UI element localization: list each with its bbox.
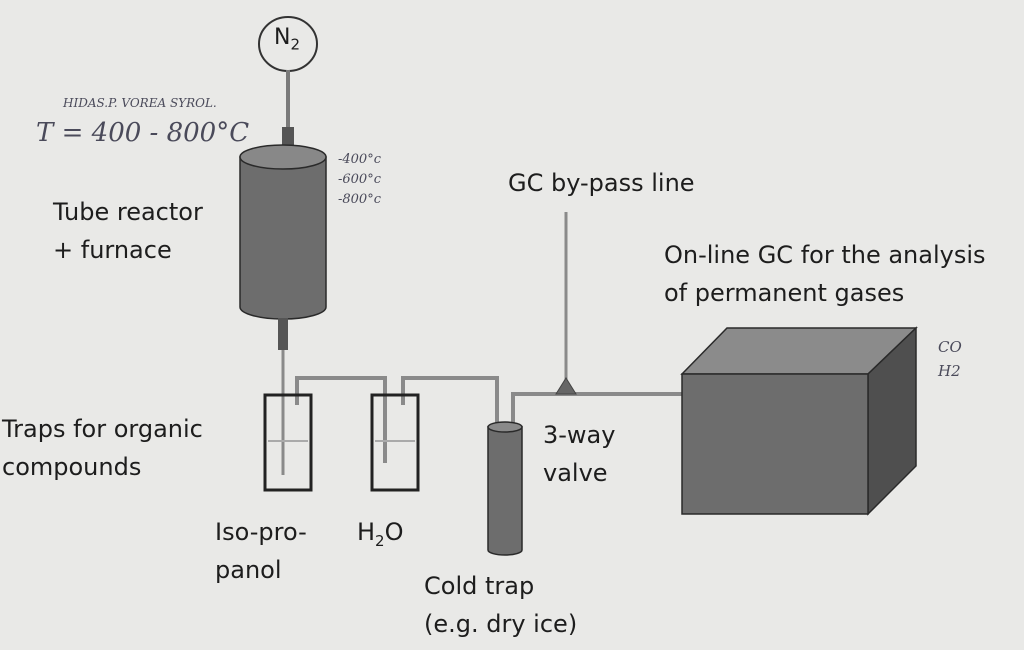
water-text: H (357, 518, 376, 546)
online-gc-label-line1: On-line GC for the analysis (664, 241, 986, 269)
handwritten-temp-400: -400°c (338, 152, 381, 167)
isopropanol-label: Iso-pro- panol (215, 513, 307, 589)
water-label: H2O (357, 513, 403, 560)
water-subscript: 2 (375, 531, 385, 550)
tubing-trap1-trap2 (295, 376, 387, 463)
tube-reactor-label: Tube reactor + furnace (53, 193, 203, 269)
isopropanol-label-line1: Iso-pro- (215, 518, 307, 546)
three-way-valve-label-line2: valve (543, 459, 608, 487)
tube-reactor (239, 156, 327, 320)
three-way-valve-symbol (555, 377, 577, 395)
isopropanol-label-line2: panol (215, 556, 282, 584)
traps-label: Traps for organic compounds (2, 410, 203, 486)
handwritten-temp-list: -400°c -600°c -800°c (338, 150, 381, 210)
n2-text: N (274, 25, 291, 50)
handwritten-temp-800: -800°c (338, 192, 381, 207)
tube-reactor-label-line1: Tube reactor (53, 198, 203, 226)
handwritten-top-note: HIDAS.P. VOREA SYROL. (63, 96, 217, 110)
handwritten-gases: CO H2 (938, 335, 962, 383)
water-text-tail: O (384, 518, 404, 546)
n2-label: N2 (274, 24, 300, 58)
reactor-outlet (278, 318, 288, 350)
tube-reactor-top (239, 144, 327, 170)
three-way-valve-label: 3-way valve (543, 416, 615, 492)
traps-label-line2: compounds (2, 453, 142, 481)
cold-trap-label-line1: Cold trap (424, 572, 535, 600)
handwritten-gas-co: CO (938, 338, 962, 356)
handwritten-temperature: T = 400 - 800°C (36, 118, 250, 148)
tubing-trap2-cold (401, 376, 499, 425)
traps-label-line1: Traps for organic (2, 415, 203, 443)
cold-trap-top (487, 421, 523, 433)
trap-isopropanol (263, 393, 313, 492)
online-gc-label-line2: of permanent gases (664, 279, 905, 307)
gc-box-front (681, 373, 869, 515)
cold-trap-label-line2: (e.g. dry ice) (424, 610, 578, 638)
online-gc-label: On-line GC for the analysis of permanent… (664, 236, 986, 312)
handwritten-temp-600: -600°c (338, 172, 381, 187)
three-way-valve-label-line1: 3-way (543, 421, 616, 449)
gc-bypass-label: GC by-pass line (508, 169, 695, 197)
tube-reactor-label-line2: + furnace (53, 236, 172, 264)
handwritten-gas-h2: H2 (938, 362, 961, 380)
cold-trap (487, 426, 523, 556)
n2-subscript: 2 (290, 35, 301, 54)
cold-trap-label: Cold trap (e.g. dry ice) (424, 567, 577, 643)
trap-water (370, 393, 420, 492)
tubing-cold-gc (511, 392, 682, 425)
